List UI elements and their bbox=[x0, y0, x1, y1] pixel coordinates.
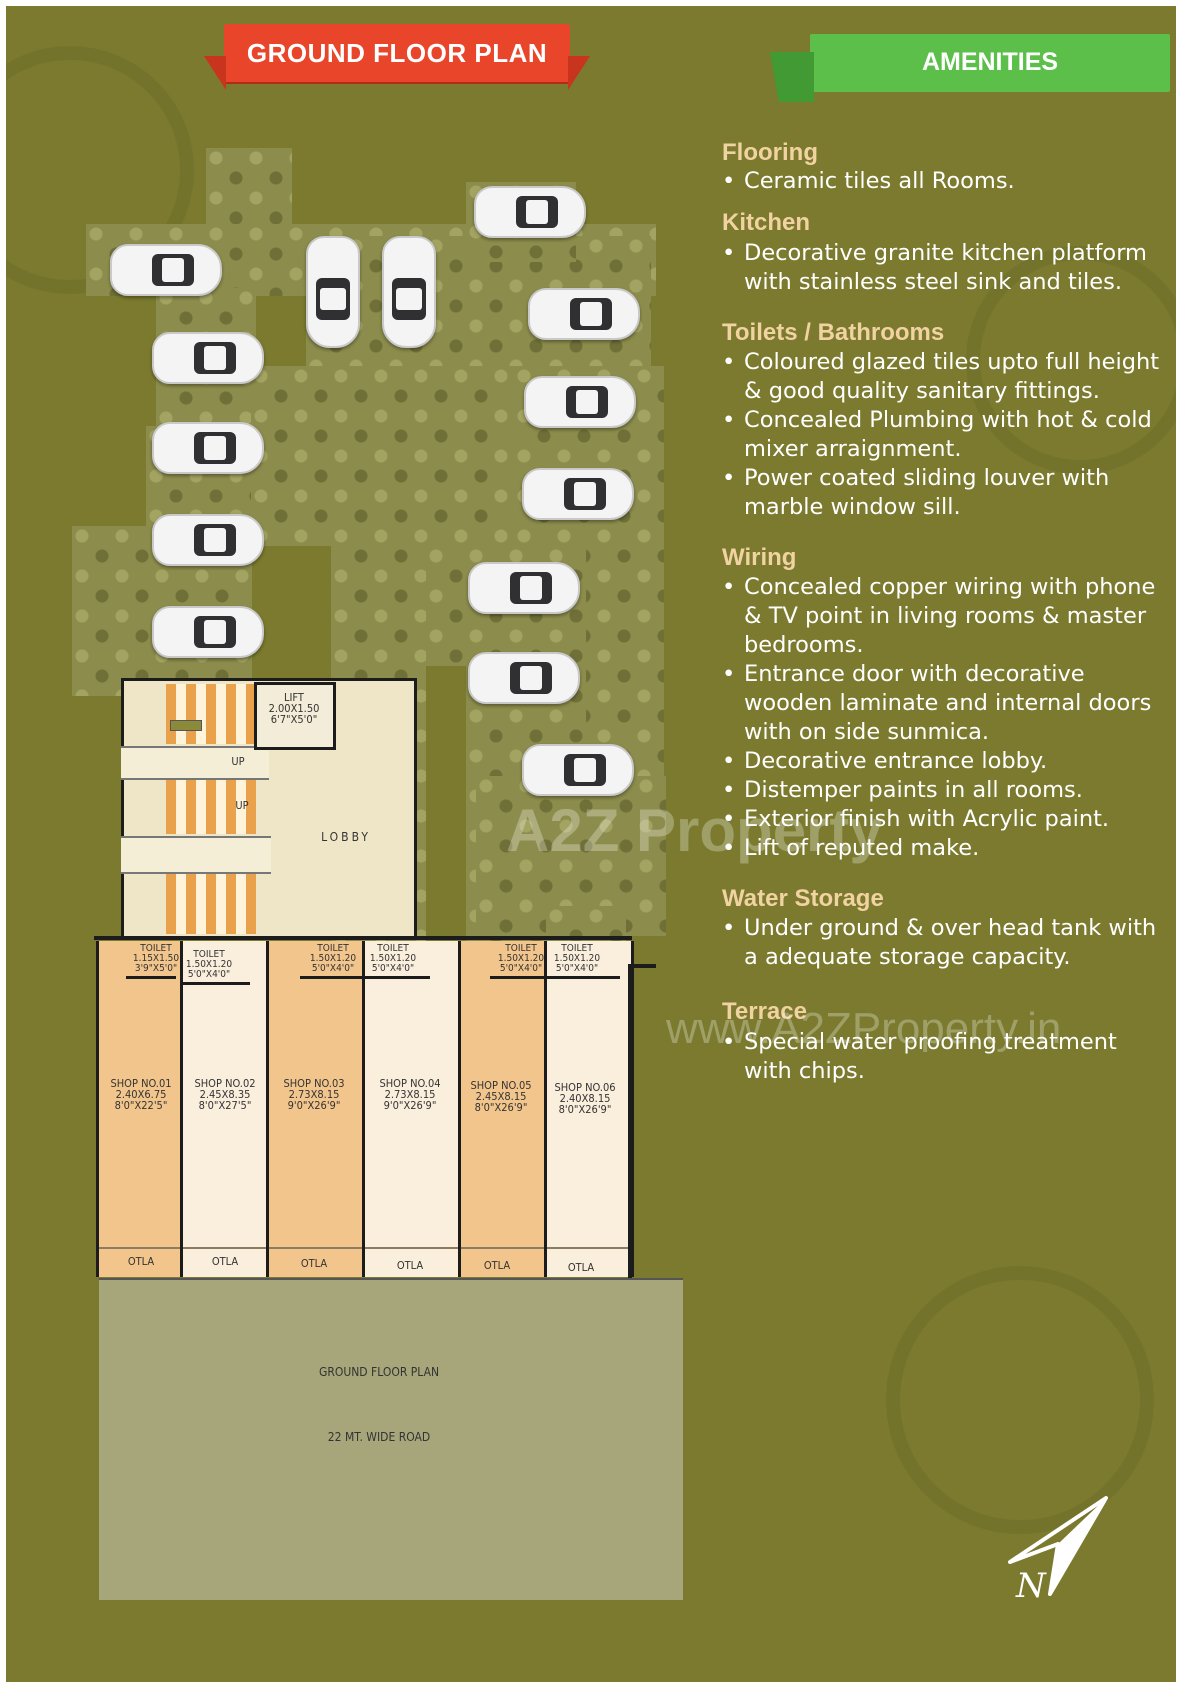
car-icon bbox=[306, 236, 360, 348]
amenity-heading: Kitchen bbox=[722, 209, 811, 236]
otla-label: OTLA bbox=[300, 1257, 328, 1270]
amenity-heading: Wiring bbox=[722, 544, 797, 571]
shop-unit bbox=[362, 941, 464, 1277]
shop-label: SHOP NO.05 2.45X8.15 8'0"X26'9" bbox=[470, 1079, 532, 1114]
shop-label: SHOP NO.06 2.40X8.15 8'0"X26'9" bbox=[554, 1081, 616, 1116]
car-icon bbox=[382, 236, 436, 348]
amenity-item: •Lift of reputed make. bbox=[722, 835, 980, 861]
road-name: 22 MT. WIDE ROAD bbox=[327, 1430, 431, 1444]
car-icon bbox=[522, 744, 634, 796]
lift-shaft bbox=[254, 682, 336, 750]
otla-label: OTLA bbox=[567, 1261, 595, 1274]
watermark-logo: A2Z Property bbox=[506, 797, 883, 864]
car-icon bbox=[152, 514, 264, 566]
toilet-label: TOILET 1.50X1.20 5'0"X4'0" bbox=[369, 943, 417, 974]
amenity-item: •Concealed Plumbing with hot & cold mixe… bbox=[722, 407, 1152, 462]
car-icon bbox=[468, 562, 580, 614]
amenity-heading: Toilets / Bathrooms bbox=[722, 319, 945, 346]
otla-label: OTLA bbox=[483, 1259, 511, 1272]
lift-label: LIFT 2.00X1.50 6'7"X5'0" bbox=[268, 691, 320, 726]
brochure-page: GROUND FLOOR PLAN AMENITIES bbox=[6, 6, 1176, 1682]
watermark-url: www.A2ZProperty.in bbox=[666, 1004, 1062, 1053]
otla-label: OTLA bbox=[211, 1255, 239, 1268]
toilet-label: TOILET 1.50X1.20 5'0"X4'0" bbox=[309, 943, 357, 974]
car-icon bbox=[524, 376, 636, 428]
car-icon bbox=[522, 468, 634, 520]
shop-unit bbox=[180, 941, 272, 1277]
toilet-label: TOILET 1.50X1.20 5'0"X4'0" bbox=[185, 949, 233, 980]
amenity-item: •Decorative entrance lobby. bbox=[722, 748, 1048, 774]
car-icon bbox=[152, 606, 264, 658]
shop-label: SHOP NO.04 2.73X8.15 9'0"X26'9" bbox=[379, 1077, 441, 1112]
road-area: GROUND FLOOR PLAN 22 MT. WIDE ROAD bbox=[99, 1278, 683, 1600]
car-icon bbox=[468, 652, 580, 704]
toilet-label: TOILET 1.50X1.20 5'0"X4'0" bbox=[497, 943, 545, 974]
lobby-label: LOBBY bbox=[321, 830, 371, 844]
amenity-item: •Distemper paints in all rooms. bbox=[722, 777, 1083, 803]
ground-floor-plan-banner: GROUND FLOOR PLAN bbox=[204, 24, 590, 90]
amenity-item: •Under ground & over head tank with a ad… bbox=[722, 915, 1157, 970]
car-icon bbox=[152, 332, 264, 384]
shop-unit bbox=[96, 941, 186, 1277]
shop-label: SHOP NO.03 2.73X8.15 9'0"X26'9" bbox=[283, 1077, 345, 1112]
staircase bbox=[166, 872, 256, 934]
shop-label: SHOP NO.02 2.45X8.35 8'0"X27'5" bbox=[194, 1077, 256, 1112]
amenities-list: Flooring •Ceramic tiles all Rooms. Kitch… bbox=[722, 139, 1162, 1086]
amenity-item: •Exterior finish with Acrylic paint. bbox=[722, 806, 1110, 832]
car-icon bbox=[474, 186, 586, 238]
otla-label: OTLA bbox=[396, 1259, 424, 1272]
amenity-item: •Ceramic tiles all Rooms. bbox=[722, 168, 1015, 194]
car-icon bbox=[152, 422, 264, 474]
amenity-item: •Concealed copper wiring with phone & TV… bbox=[722, 574, 1156, 658]
north-arrow-icon bbox=[1008, 1496, 1108, 1596]
otla-label: OTLA bbox=[127, 1255, 155, 1268]
banner-title: GROUND FLOOR PLAN bbox=[246, 38, 548, 68]
car-icon bbox=[528, 288, 640, 340]
shop-unit bbox=[458, 941, 550, 1277]
banner-title: AMENITIES bbox=[921, 48, 1059, 76]
amenities-banner: AMENITIES bbox=[770, 34, 1170, 102]
amenity-heading: Water Storage bbox=[722, 885, 884, 912]
amenity-item: •Power coated sliding louver with marble… bbox=[722, 465, 1110, 520]
amenity-item: •Decorative granite kitchen platform wit… bbox=[722, 240, 1147, 295]
shop-unit bbox=[266, 941, 368, 1277]
shop-label: SHOP NO.01 2.40X6.75 8'0"X22'5" bbox=[110, 1077, 172, 1112]
road-title: GROUND FLOOR PLAN bbox=[318, 1365, 440, 1379]
toilet-label: TOILET 1.50X1.20 5'0"X4'0" bbox=[553, 943, 601, 974]
amenity-item: •Coloured glazed tiles upto full height … bbox=[722, 349, 1160, 404]
up-label: UP bbox=[235, 799, 249, 812]
toilet-label: TOILET 1.15X1.50 3'9"X5'0" bbox=[132, 943, 180, 974]
amenity-item: •Special water proofing treatment with c… bbox=[722, 1029, 1117, 1084]
staircase bbox=[166, 776, 256, 834]
north-label: N bbox=[1016, 1566, 1046, 1606]
decor-swirl bbox=[886, 1266, 1154, 1534]
amenity-item: •Entrance door with decorative wooden la… bbox=[722, 661, 1152, 745]
up-label: UP bbox=[231, 755, 245, 768]
amenity-heading: Flooring bbox=[722, 139, 818, 166]
shop-unit bbox=[544, 941, 634, 1277]
amenity-heading: Terrace bbox=[722, 998, 807, 1025]
car-icon bbox=[110, 244, 222, 296]
staircase bbox=[166, 684, 256, 744]
